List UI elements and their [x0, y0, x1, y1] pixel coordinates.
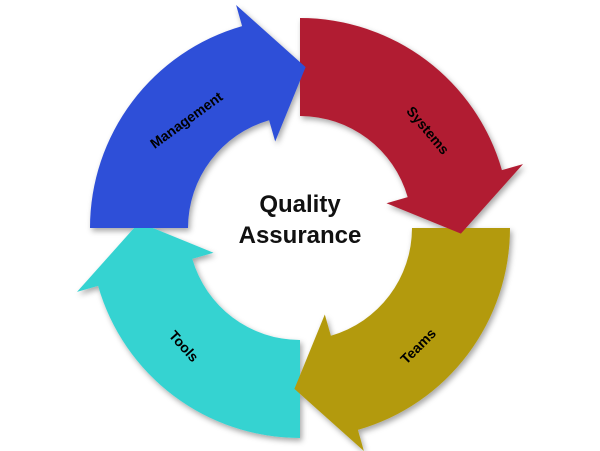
center-title-line2: Assurance: [239, 222, 362, 249]
systems-arrow: [300, 17, 523, 234]
center-title-line1: Quality: [259, 191, 341, 218]
tools-arrow: [77, 222, 300, 439]
management-arrow: [89, 5, 306, 228]
teams-arrow: [294, 228, 511, 451]
